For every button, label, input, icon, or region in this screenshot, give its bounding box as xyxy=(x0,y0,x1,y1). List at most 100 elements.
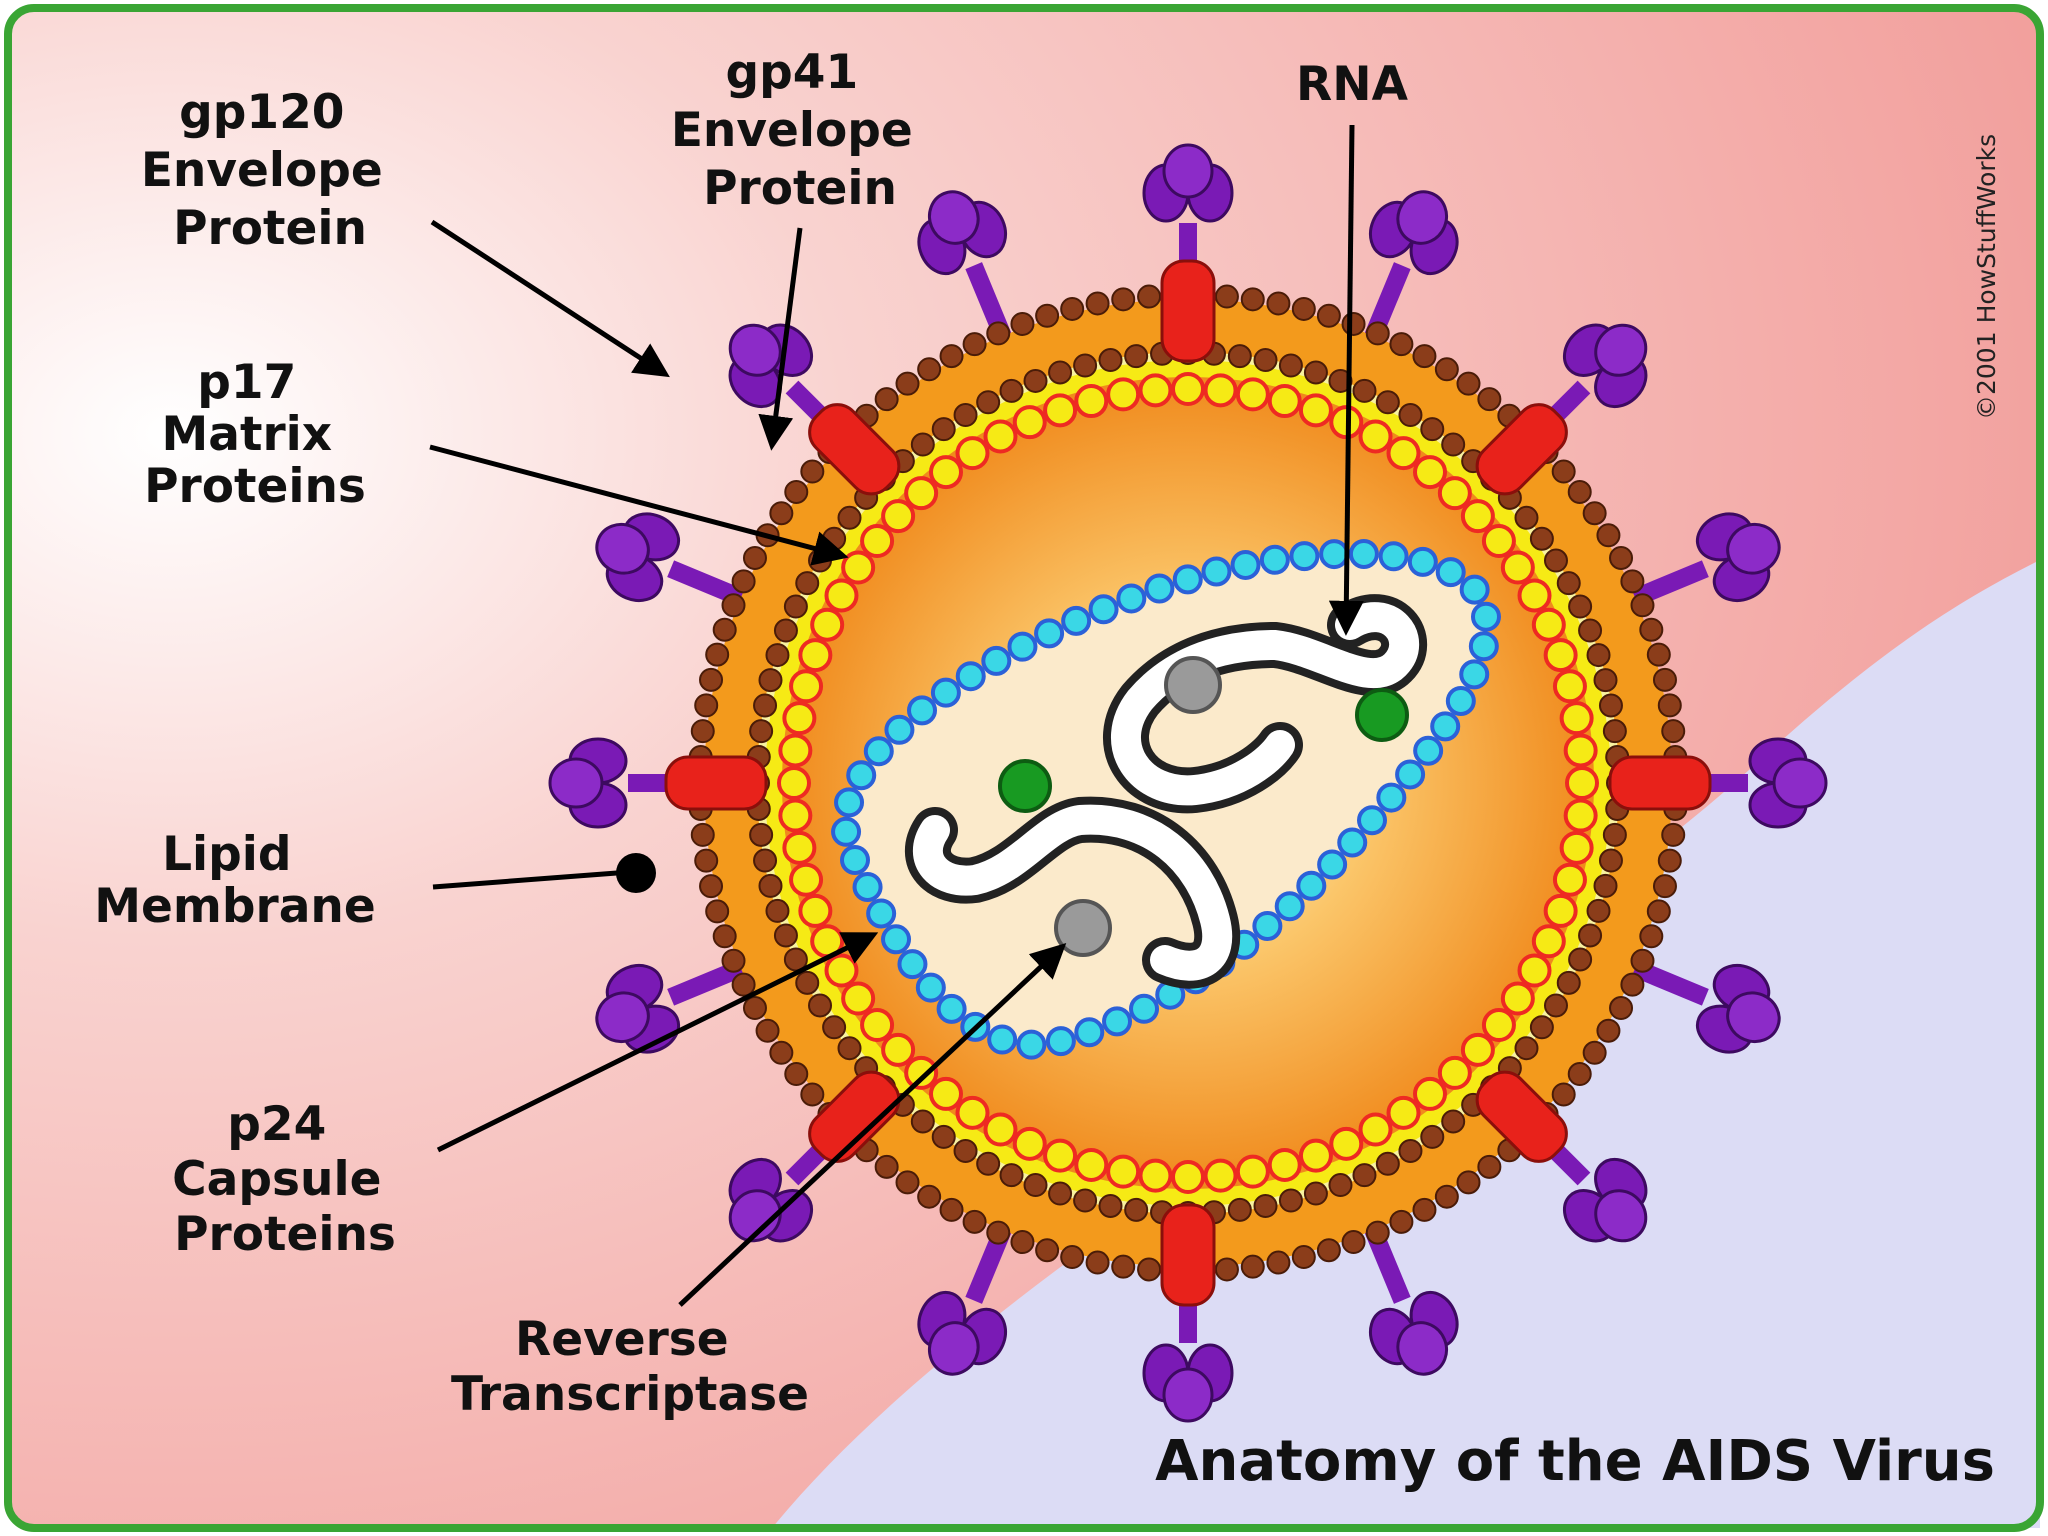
lipid-bead xyxy=(765,898,790,923)
gp120-lobe xyxy=(1594,1189,1648,1243)
gp41-bar xyxy=(1608,755,1712,811)
gp41-bar xyxy=(1160,259,1216,363)
arrow-gp120 xyxy=(430,219,670,378)
p24-bead xyxy=(955,661,986,692)
p17-bead xyxy=(1358,419,1393,454)
lipid-bead xyxy=(837,1036,862,1061)
p17-bead xyxy=(798,893,833,928)
lipid-bead xyxy=(769,1040,794,1065)
p24-bead xyxy=(831,816,862,847)
p24-bead xyxy=(1252,910,1283,941)
lipid-bead xyxy=(749,719,774,744)
p17-bead xyxy=(1298,393,1333,428)
lipid-bead xyxy=(1646,899,1671,924)
lipid-bead xyxy=(1316,303,1341,328)
gp120-lobe xyxy=(927,1321,980,1376)
lipid-bead xyxy=(795,571,820,596)
p17-bead xyxy=(1171,1160,1205,1194)
lipid-bead xyxy=(976,390,1001,415)
lipid-bead xyxy=(1389,332,1414,357)
p24-bead xyxy=(846,760,877,791)
lipid-bead xyxy=(773,923,798,948)
gp41-bar xyxy=(1475,1070,1568,1163)
p17-bead xyxy=(955,436,990,471)
p17-bead xyxy=(789,669,824,704)
gp120-lobe xyxy=(1162,1367,1214,1423)
p17-bead xyxy=(1531,607,1566,642)
lipid-bead xyxy=(1048,360,1073,385)
lipid-bead xyxy=(1639,617,1664,642)
lipid-bead xyxy=(690,822,715,847)
p24-bead xyxy=(1413,735,1444,766)
gp120-lobe xyxy=(1594,323,1648,377)
reverse-transcriptase-lower xyxy=(1054,899,1112,957)
p24-bead xyxy=(1459,659,1490,690)
lipid-bead xyxy=(1543,993,1568,1018)
lipid-bead xyxy=(1111,1254,1136,1279)
lipid-bead xyxy=(1214,1257,1239,1282)
lipid-bead xyxy=(1593,873,1618,898)
label-rna: RNA xyxy=(1296,57,1409,112)
lipid-bead xyxy=(784,479,809,504)
p24-bead xyxy=(1319,539,1350,570)
gp41-protein xyxy=(808,403,901,496)
p17-bead xyxy=(955,1095,990,1130)
lipid-bead xyxy=(758,873,783,898)
lipid-bead xyxy=(1420,1124,1445,1149)
p17-bead xyxy=(1203,1158,1238,1193)
p24-bead xyxy=(1172,564,1203,595)
p17-bead xyxy=(1460,1032,1495,1067)
lipid-bead xyxy=(939,1197,964,1222)
p17-bead xyxy=(1171,372,1205,406)
arrow-gp41 xyxy=(758,227,803,451)
lipid-bead xyxy=(1137,284,1162,309)
lipid-bead xyxy=(784,1062,809,1087)
lipid-bead xyxy=(837,505,862,530)
p17-bead xyxy=(1203,373,1238,408)
lipid-pointer-dot xyxy=(616,853,656,893)
lipid-bead xyxy=(1398,403,1423,428)
lipid-bead xyxy=(694,848,719,873)
p24-bead xyxy=(863,736,894,767)
p17-bead xyxy=(904,476,939,511)
p24-bead xyxy=(981,645,1012,676)
p17-bead xyxy=(860,524,895,559)
p24-bead xyxy=(1357,805,1388,836)
p17-bead xyxy=(1552,669,1587,704)
lipid-bead xyxy=(753,693,778,718)
p17-bead xyxy=(1386,436,1421,471)
p24-bead xyxy=(834,787,865,818)
p24-bead xyxy=(1445,685,1476,716)
copyright-notice: ©2001 HowStuffWorks xyxy=(1972,134,2001,420)
lipid-bead xyxy=(1328,368,1353,393)
lipid-bead xyxy=(1023,368,1048,393)
gp120-lobe xyxy=(1726,991,1781,1044)
lipid-bead xyxy=(1529,526,1554,551)
p17-bead xyxy=(1386,1095,1421,1130)
lipid-bead xyxy=(1420,417,1445,442)
label-gp120: gp120 Envelope Protein xyxy=(141,85,399,256)
p17-bead xyxy=(929,1076,964,1111)
green-enzyme-right xyxy=(1355,688,1409,742)
p17-bead xyxy=(782,701,817,736)
p17-bead xyxy=(824,953,859,988)
lipid-bead xyxy=(953,403,978,428)
lipid-bead xyxy=(699,874,724,899)
p24-bead xyxy=(1034,618,1065,649)
lipid-bead xyxy=(1085,1250,1110,1275)
lipid-bead xyxy=(1657,848,1682,873)
lipid-bead xyxy=(1073,1188,1098,1213)
p24-bead xyxy=(1129,993,1160,1024)
p24-bead xyxy=(1230,549,1261,580)
p24-bead xyxy=(1201,556,1232,587)
lipid-bead xyxy=(1073,353,1098,378)
gp41-protein xyxy=(1608,755,1712,811)
lipid-bead xyxy=(1266,291,1291,316)
lipid-bead xyxy=(1375,390,1400,415)
lipid-bead xyxy=(1456,1170,1481,1195)
p17-bead xyxy=(1481,1007,1516,1042)
lipid-bead xyxy=(705,642,730,667)
lipid-bead xyxy=(1214,284,1239,309)
lipid-bead xyxy=(1124,344,1149,369)
